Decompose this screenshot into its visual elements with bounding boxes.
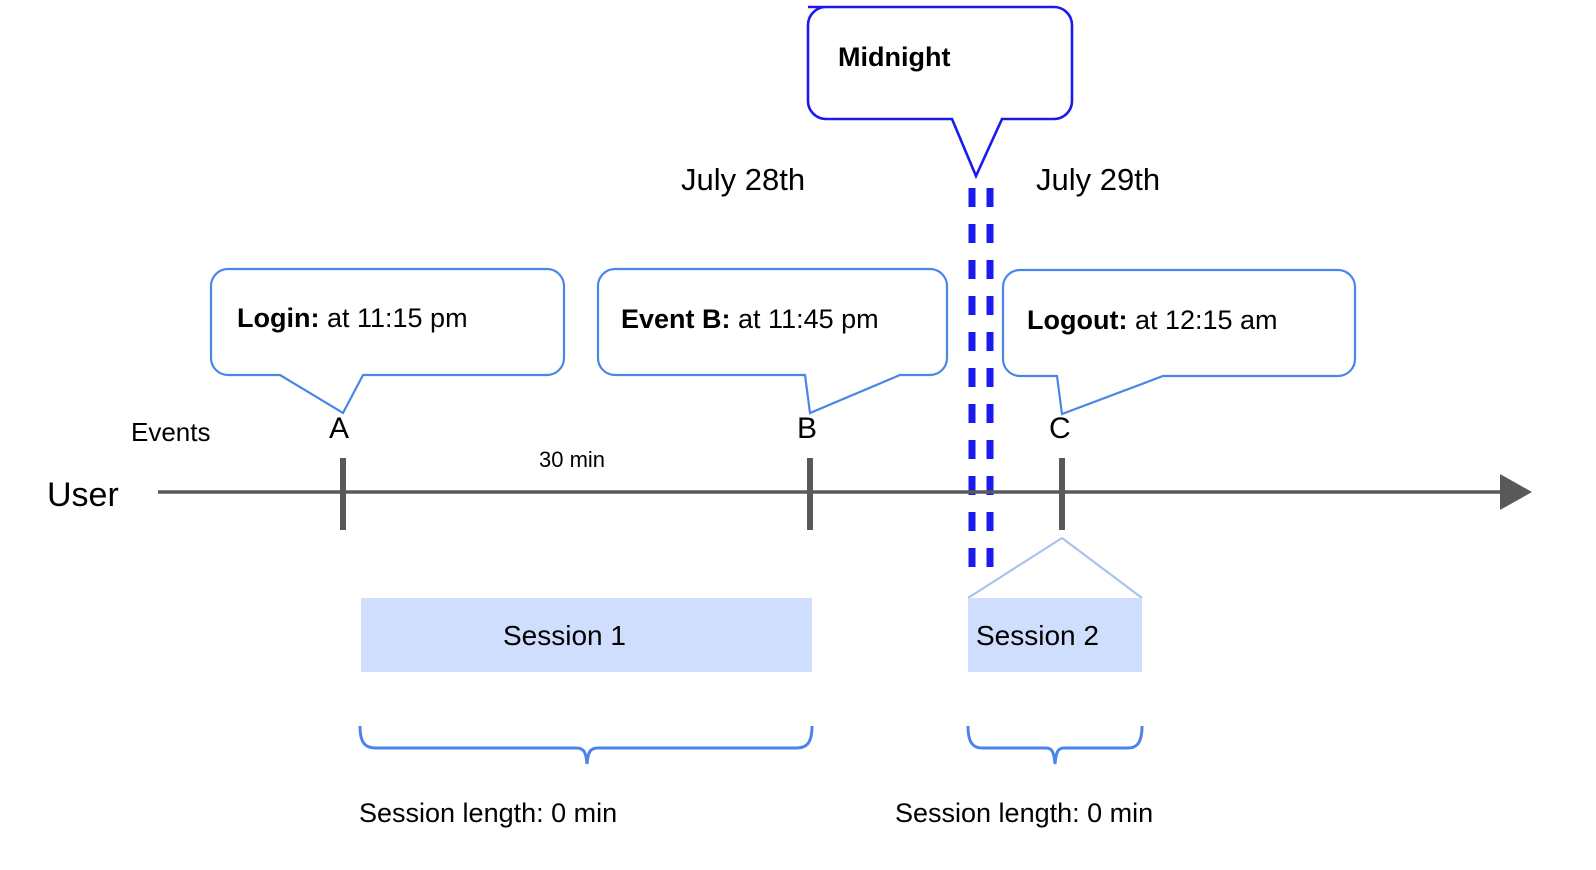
event-b-callout-bold: Event B: xyxy=(621,304,731,334)
session-2-bar xyxy=(968,598,1142,672)
session-2-label: Session 2 xyxy=(976,620,1099,651)
session-braces xyxy=(358,725,1144,765)
event-marker-c-label: C xyxy=(1049,412,1071,445)
session-1-bar xyxy=(361,598,812,672)
axis-arrowhead xyxy=(1500,474,1532,510)
timeline-axis xyxy=(158,458,1532,530)
date-july-28-label: July 28th xyxy=(681,162,806,197)
session-2-brace xyxy=(966,725,1144,765)
session-1-label: Session 1 xyxy=(503,620,626,651)
logout-callout xyxy=(1001,268,1357,416)
session-1-brace xyxy=(358,725,814,765)
login-callout-rest: at 11:15 pm xyxy=(319,303,468,333)
login-callout-bold: Login: xyxy=(237,303,320,333)
midnight-callout-shape xyxy=(806,5,1074,180)
logout-callout-bold: Logout: xyxy=(1027,305,1128,335)
user-row-label: User xyxy=(47,476,119,514)
date-july-29-label: July 29th xyxy=(1036,162,1161,197)
logout-callout-shape xyxy=(1001,268,1357,416)
midnight-label: Midnight xyxy=(838,42,951,72)
session-2-length-label: Session length: 0 min xyxy=(895,798,1154,828)
event-marker-a-label: A xyxy=(329,412,350,445)
session-2-connector-left xyxy=(967,537,1063,599)
midnight-divider xyxy=(968,188,994,580)
session-2-connector-right xyxy=(1061,537,1143,599)
event-b-callout xyxy=(596,267,949,415)
login-callout-text: Login: at 11:15 pm xyxy=(237,305,468,332)
login-callout-shape xyxy=(209,267,566,415)
logout-callout-rest: at 12:15 am xyxy=(1127,305,1278,335)
event-b-callout-shape xyxy=(596,267,949,415)
gap-duration-label: 30 min xyxy=(539,447,606,472)
midnight-callout xyxy=(806,5,1074,180)
session-2-connectors xyxy=(967,537,1143,599)
logout-callout-text: Logout: at 12:15 am xyxy=(1027,307,1278,334)
events-row-label: Events xyxy=(131,417,211,447)
event-b-callout-text: Event B: at 11:45 pm xyxy=(621,306,879,333)
session-1-length-label: Session length: 0 min xyxy=(359,798,618,828)
event-b-callout-rest: at 11:45 pm xyxy=(730,304,879,334)
login-callout xyxy=(209,267,566,415)
event-marker-b-label: B xyxy=(797,412,818,445)
session-bars xyxy=(361,598,1142,672)
